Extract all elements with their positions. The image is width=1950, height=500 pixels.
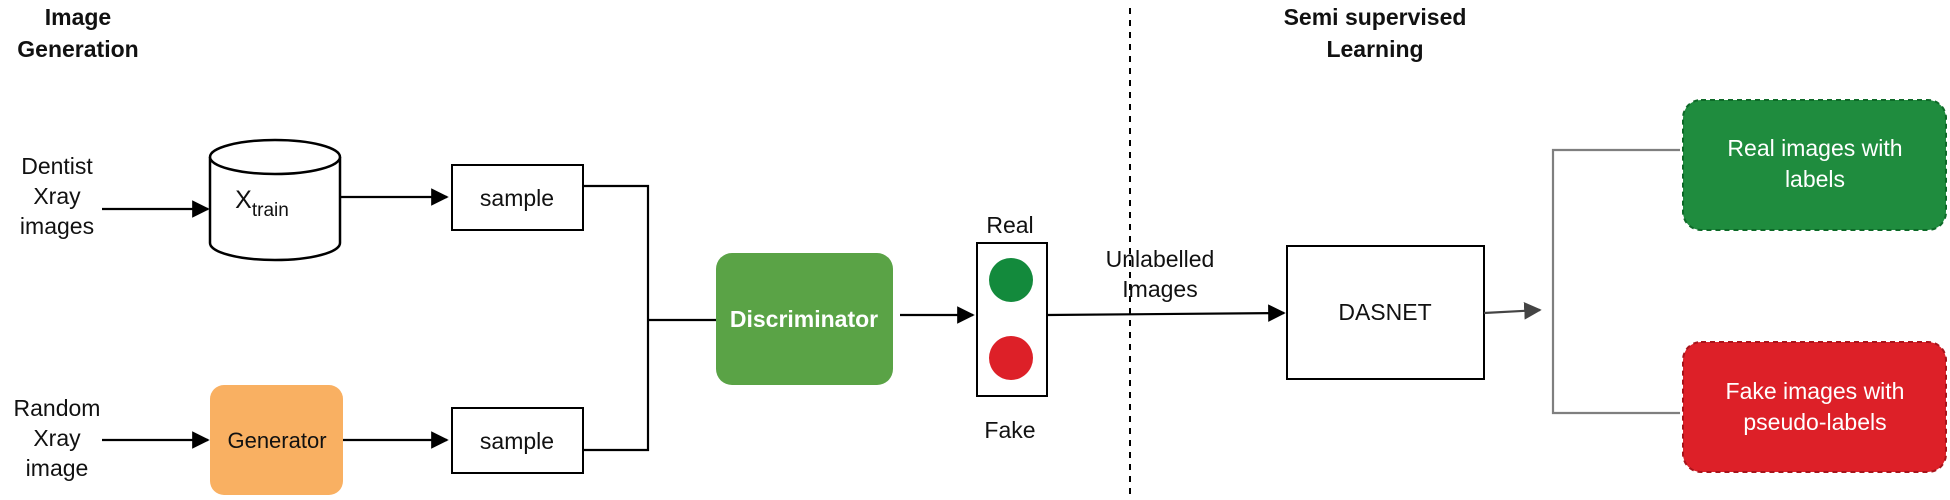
generator-label: Generator — [227, 428, 326, 453]
fake-label: Fake — [984, 417, 1035, 443]
input-dentist-label-line2: Xray — [33, 183, 81, 209]
arrow-dasnet-output — [1483, 302, 1542, 320]
input-dentist-label-line3: images — [20, 213, 94, 239]
real-output-label-line2: labels — [1785, 166, 1845, 192]
sample-top-label: sample — [480, 185, 554, 211]
x-train-label-main: X — [235, 186, 252, 214]
input-random-label-line3: image — [26, 455, 89, 481]
input-dentist-label-line1: Dentist — [21, 153, 93, 179]
generator-box — [210, 385, 343, 495]
section-title-semi-supervised-line1: Semi supervised — [1284, 4, 1467, 30]
real-indicator-light — [989, 258, 1033, 302]
real-output-label-line1: Real images with — [1727, 135, 1902, 161]
arrow-unlabelled-to-dasnet — [1046, 304, 1286, 322]
discriminator-label: Discriminator — [730, 306, 878, 332]
sample-box-bottom — [451, 407, 584, 474]
real-label: Real — [986, 212, 1033, 238]
fake-output-label-line1: Fake images with — [1726, 378, 1905, 404]
section-title-semi-supervised-line2: Learning — [1326, 36, 1423, 62]
input-random-label-line1: Random — [14, 395, 101, 421]
input-random-label-line2: Xray — [33, 425, 81, 451]
unlabelled-images-label-line1: Unlabelled — [1106, 246, 1215, 272]
real-images-output-box — [1682, 99, 1947, 231]
section-title-image-generation-line1: Image — [45, 4, 111, 30]
fake-output-label-line2: pseudo-labels — [1743, 409, 1886, 435]
section-title-image-generation-line2: Generation — [17, 36, 138, 62]
sample-bottom-label: sample — [480, 428, 554, 454]
output-split-bracket — [1551, 148, 1680, 415]
x-train-database — [208, 138, 342, 262]
discriminator-box — [716, 253, 893, 385]
x-train-label: Xtrain — [235, 186, 289, 221]
fake-indicator-light — [989, 336, 1033, 380]
x-train-label-sub: train — [252, 200, 289, 221]
dasnet-label: DASNET — [1338, 299, 1431, 325]
sample-box-top — [451, 164, 584, 231]
fake-images-output-box — [1682, 341, 1947, 473]
unlabelled-images-label-line2: Images — [1122, 276, 1197, 302]
dasnet-box — [1286, 245, 1485, 380]
merge-connector — [583, 184, 650, 452]
